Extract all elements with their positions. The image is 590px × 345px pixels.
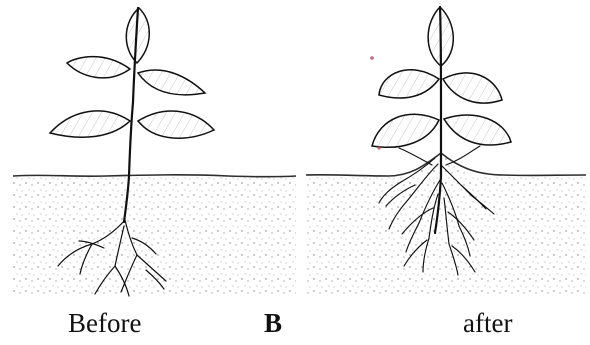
soil-right xyxy=(306,175,586,295)
leaf-right-bottom-before xyxy=(138,111,214,138)
leaf-left-bottom-after xyxy=(372,114,439,147)
caption-before: Before xyxy=(68,308,141,338)
leaf-top-after xyxy=(428,7,453,66)
leaf-right-top-before xyxy=(138,70,205,95)
caption-after: after xyxy=(463,308,512,338)
red-mark xyxy=(370,56,374,60)
leaf-right-top-after xyxy=(443,73,502,103)
plant-before xyxy=(13,8,296,296)
leaf-right-bottom-after xyxy=(444,115,511,145)
caption-label: B xyxy=(264,308,282,338)
leaf-left-top-after xyxy=(379,70,439,98)
plant-after xyxy=(306,7,586,295)
leaf-left-bottom-before xyxy=(50,111,130,137)
leaf-left-top-before xyxy=(67,57,130,78)
leaf-top-before xyxy=(126,8,149,63)
red-mark-2 xyxy=(377,146,380,149)
